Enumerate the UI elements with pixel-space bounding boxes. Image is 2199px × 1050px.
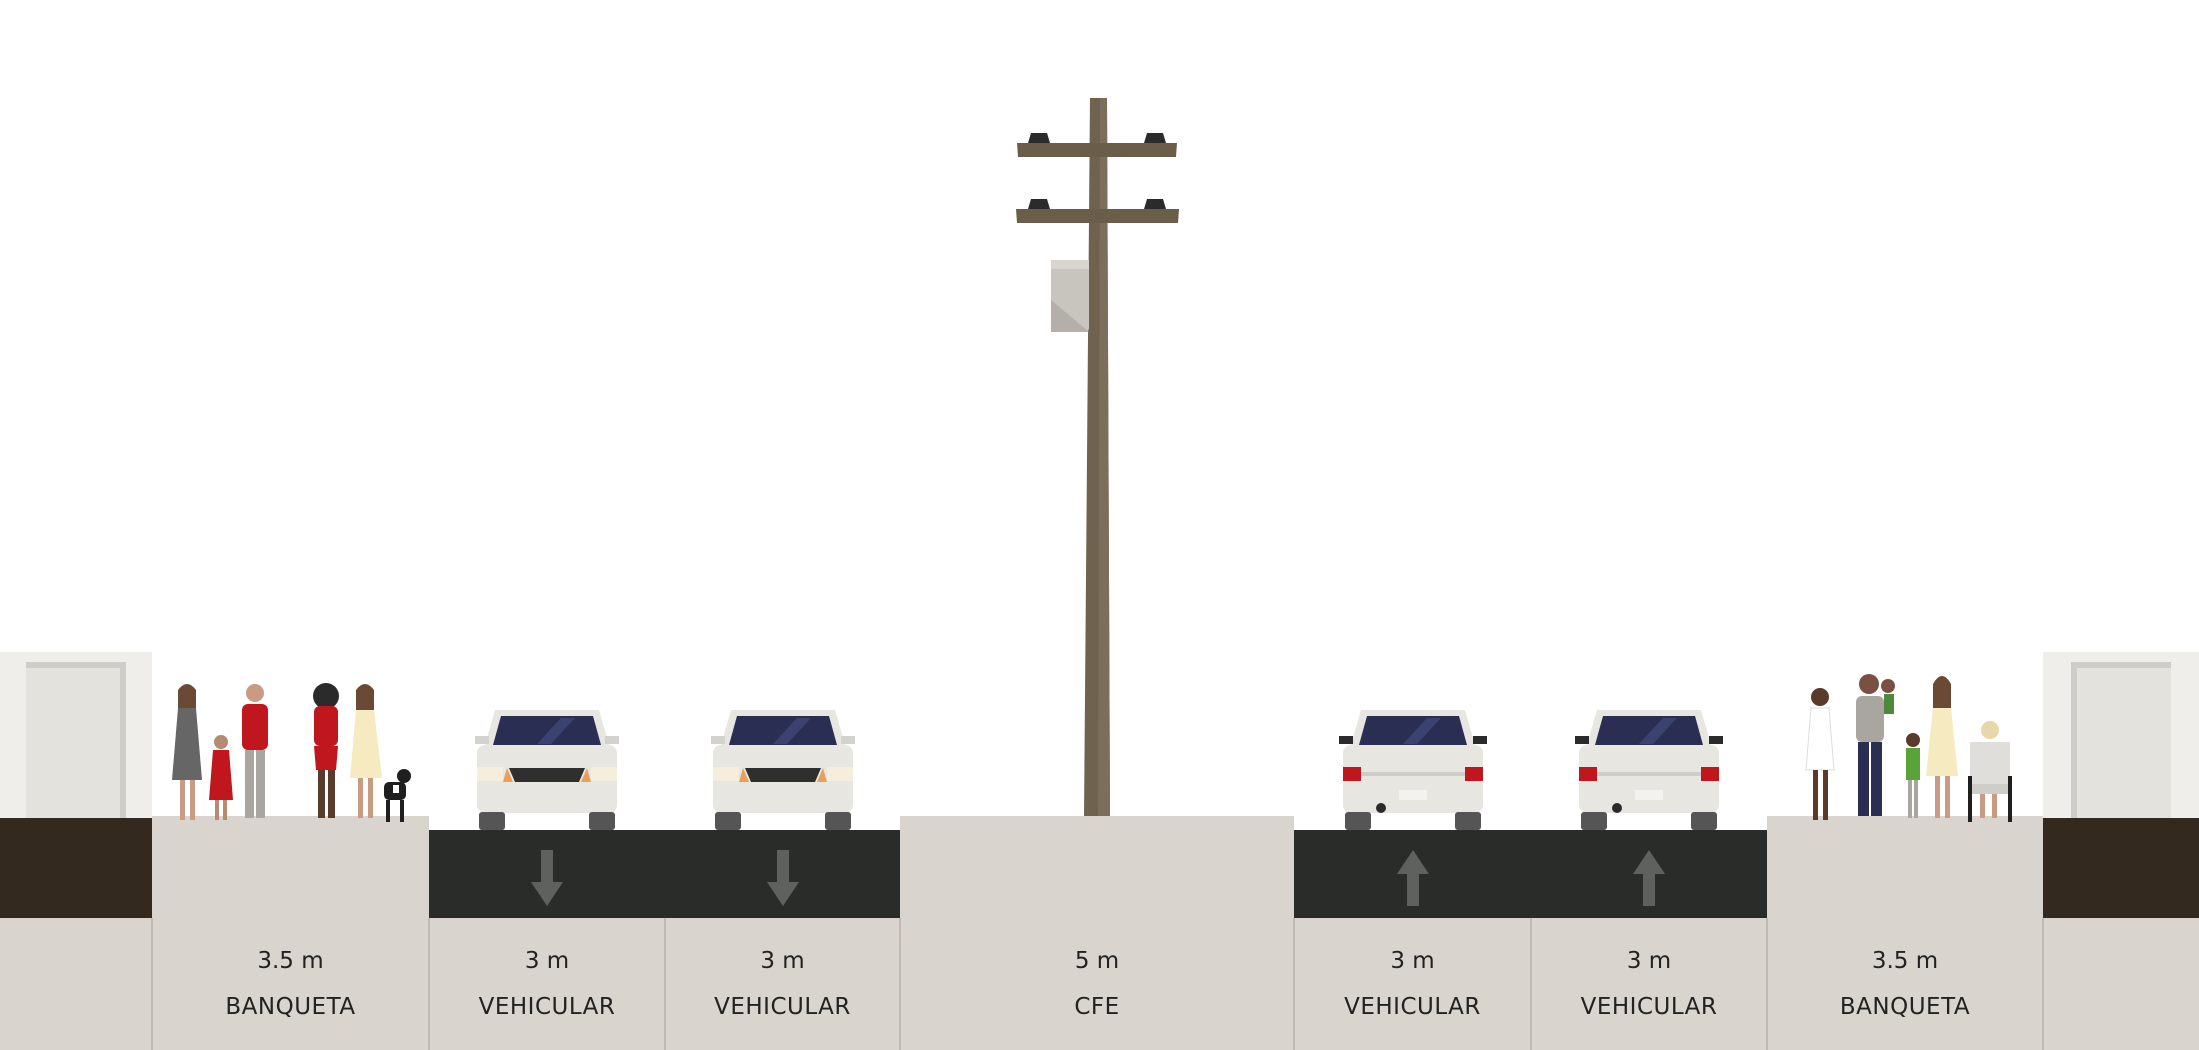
segment-name: VEHICULAR <box>478 994 616 1020</box>
segment-label-vehicular-1: 3 m VEHICULAR <box>429 918 665 1050</box>
car-rear-icon <box>1339 710 1487 830</box>
segment-name: VEHICULAR <box>1580 994 1718 1020</box>
dog-icon <box>384 769 411 822</box>
segment-width: 3.5 m <box>257 948 324 974</box>
segment-name: VEHICULAR <box>714 994 851 1020</box>
segment-name: BANQUETA <box>1839 994 1971 1020</box>
pedestrian-icon <box>172 684 202 820</box>
median-cfe <box>900 816 1294 1050</box>
up-arrow-icon <box>1633 850 1665 906</box>
pedestrian-icon <box>1805 688 1835 820</box>
car-front-icon <box>711 710 855 830</box>
segment-label-banqueta-left: 3.5 m BANQUETA <box>152 918 429 1050</box>
pedestrian-icon <box>209 735 233 820</box>
roadway-left <box>429 830 900 918</box>
pedestrian-icon <box>1926 676 1958 818</box>
wheelchair-icon <box>1968 721 2012 822</box>
car-rear-icon <box>1575 710 1723 830</box>
segment-label-banqueta-right: 3.5 m BANQUETA <box>1767 918 2043 1050</box>
building-left-icon <box>0 652 152 1050</box>
down-arrow-icon <box>531 850 563 906</box>
car-front-icon <box>475 710 619 830</box>
sidewalk-right <box>1767 816 2043 1050</box>
pedestrian-icon <box>350 684 382 818</box>
pedestrian-icon <box>1906 733 1920 818</box>
segment-width: 3 m <box>1390 948 1435 974</box>
pedestrian-icon <box>1856 674 1895 816</box>
segment-label-vehicular-4: 3 m VEHICULAR <box>1531 918 1767 1050</box>
down-arrow-icon <box>767 850 799 906</box>
segment-width: 3.5 m <box>1871 948 1939 974</box>
segment-width: 3 m <box>1626 948 1672 974</box>
pedestrian-icon <box>313 683 339 818</box>
segment-label-vehicular-2: 3 m VEHICULAR <box>665 918 900 1050</box>
segment-name: BANQUETA <box>225 994 356 1020</box>
up-arrow-icon <box>1397 850 1429 906</box>
segment-label-cfe: 5 m CFE <box>900 918 1294 1050</box>
building-right-icon <box>2043 652 2199 1050</box>
segment-name: CFE <box>1074 994 1120 1020</box>
roadway-right <box>1294 830 1767 918</box>
pedestrian-icon <box>242 684 268 818</box>
segment-width: 5 m <box>1074 948 1120 974</box>
segment-width: 3 m <box>760 948 805 974</box>
sidewalk-left <box>152 816 429 1050</box>
segment-label-vehicular-3: 3 m VEHICULAR <box>1294 918 1531 1050</box>
segment-width: 3 m <box>524 948 570 974</box>
utility-pole-icon <box>1016 98 1179 816</box>
segment-name: VEHICULAR <box>1344 994 1481 1020</box>
